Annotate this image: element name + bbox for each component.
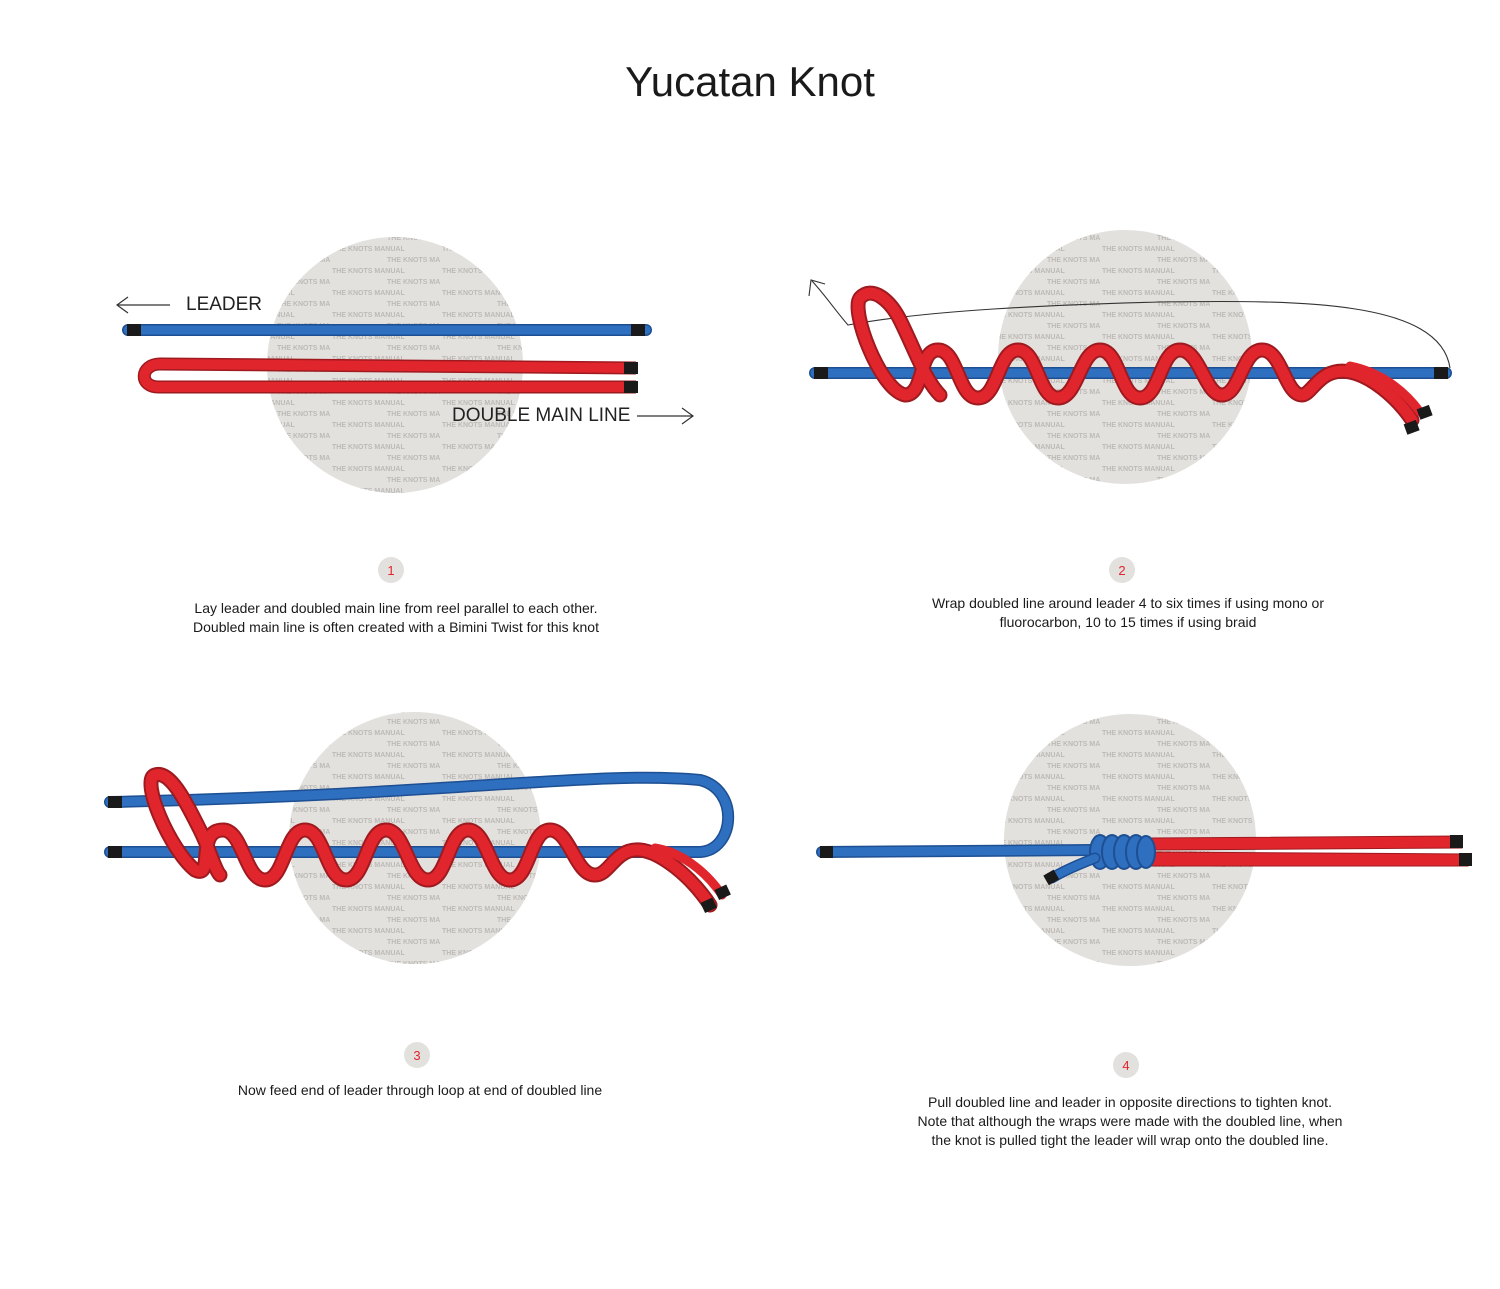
step-4-illustration xyxy=(816,714,1472,966)
step-3-caption-line: Now feed end of leader through loop at e… xyxy=(237,1082,603,1098)
step-4-caption-line: the knot is pulled tight the leader will… xyxy=(931,1132,1329,1148)
step-2-illustration xyxy=(808,230,1452,484)
main-line-direction-arrow xyxy=(637,407,695,425)
step-3-caption: Now feed end of leader through loop at e… xyxy=(140,1081,700,1100)
leader-tag-end xyxy=(1043,852,1101,886)
route-guide-arrow xyxy=(808,279,1451,369)
step-2-caption-line: Wrap doubled line around leader 4 to six… xyxy=(932,595,1324,611)
step-1-caption: Lay leader and doubled main line from re… xyxy=(116,599,676,637)
step-1-caption-line: Lay leader and doubled main line from re… xyxy=(194,600,598,616)
double-main-line xyxy=(137,357,638,394)
step-2-number: 2 xyxy=(1109,557,1135,583)
leader-line xyxy=(816,844,1101,858)
double-main-line xyxy=(1149,835,1472,867)
step-4-caption: Pull doubled line and leader in opposite… xyxy=(850,1093,1410,1150)
step-2-caption-line: fluorocarbon, 10 to 15 times if using br… xyxy=(999,614,1257,630)
step-4-caption-line: Pull doubled line and leader in opposite… xyxy=(928,1094,1332,1110)
leader-direction-arrow xyxy=(115,296,170,314)
knot-coils xyxy=(1089,834,1156,870)
background-disc xyxy=(289,712,541,964)
page-title: Yucatan Knot xyxy=(625,58,875,105)
step-1-number: 1 xyxy=(378,557,404,583)
step-3-number: 3 xyxy=(404,1042,430,1068)
step-4-number: 4 xyxy=(1113,1052,1139,1078)
background-disc xyxy=(998,230,1252,484)
step-4-caption-line: Note that although the wraps were made w… xyxy=(917,1113,1343,1129)
leader-line xyxy=(104,771,735,858)
leader-label: LEADER xyxy=(186,294,262,315)
step-3-illustration xyxy=(104,712,735,964)
double-main-line-label: DOUBLE MAIN LINE xyxy=(452,405,630,426)
leader-line xyxy=(122,324,652,336)
step-1-caption-line: Doubled main line is often created with … xyxy=(193,619,599,635)
step-2-caption: Wrap doubled line around leader 4 to six… xyxy=(848,594,1408,632)
step-1-illustration: THE KNOTS MANUAL THE KNOTS MANUAL LEADER… xyxy=(115,237,695,493)
doubled-line-wraps xyxy=(143,767,731,913)
doubled-line-wraps xyxy=(850,285,1433,435)
